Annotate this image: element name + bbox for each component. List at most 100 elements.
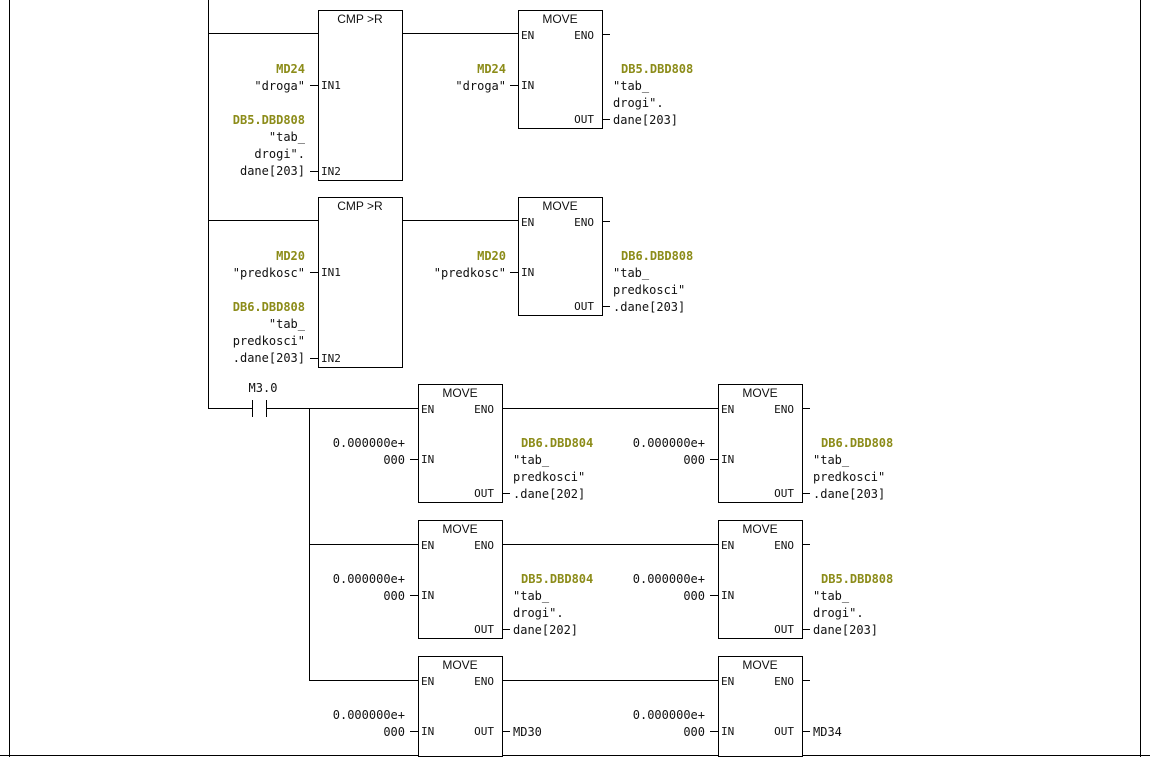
operand-address: DB5.DBD808	[621, 62, 693, 76]
block-title: MOVE	[742, 658, 777, 672]
pin-eno: ENO	[474, 539, 494, 552]
block-frame	[718, 384, 803, 503]
pin-in: IN	[521, 79, 534, 92]
pin-en: EN	[721, 539, 734, 552]
operand-symbol-line: .dane[202]	[513, 487, 585, 501]
constant-line: 000	[683, 589, 705, 603]
pin-eno: ENO	[574, 216, 594, 229]
branch2-move2-out-operand: DB5.DBD808"tab_drogi".dane[203]	[813, 572, 893, 637]
constant-line: 0.000000e+	[633, 436, 705, 450]
block-frame	[718, 656, 803, 757]
constant-line: 0.000000e+	[333, 572, 405, 586]
pin-en: EN	[421, 403, 434, 416]
pin-in: IN	[721, 453, 734, 466]
zero-constant-1: 0.000000e+000	[333, 436, 405, 467]
block-title: MOVE	[542, 12, 577, 26]
operand-labels: MD24"droga"DB5.DBD808"tab_drogi".dane[20…	[233, 62, 894, 739]
pin-out: OUT	[774, 487, 794, 500]
row1-cmp-in1-operand: MD24"droga"	[254, 62, 305, 93]
operand-symbol-line: "tab_	[813, 589, 850, 603]
operand-symbol-line: dane[203]	[613, 113, 678, 127]
operand-symbol-line: .dane[203]	[613, 300, 685, 314]
pin-in: IN	[421, 453, 434, 466]
row2-cmp-in2-operand: DB6.DBD808"tab_predkosci".dane[203]	[233, 300, 306, 365]
operand-address: DB6.DBD808	[821, 436, 893, 450]
pin-en: EN	[721, 675, 734, 688]
row2-cmp-in1-operand: MD20"predkosc"	[233, 249, 305, 280]
branch2-move1-out-operand: DB5.DBD804"tab_drogi".dane[202]	[513, 572, 593, 637]
operand-symbol-line: .dane[203]	[813, 487, 885, 501]
constant-line: 000	[383, 725, 405, 739]
move-block-5[interactable]: MOVE EN ENO IN OUT	[410, 384, 510, 503]
row2-move-out-operand: DB6.DBD808 "tab_ predkosci" .dane[203]	[613, 249, 693, 314]
block-title: MOVE	[442, 386, 477, 400]
pin-in: IN	[721, 589, 734, 602]
pin-en: EN	[721, 403, 734, 416]
constant-line: 000	[683, 725, 705, 739]
pin-eno: ENO	[574, 29, 594, 42]
operand-address: MD24	[477, 62, 506, 76]
operand-address: DB6.DBD808	[621, 249, 693, 263]
move-block-6[interactable]: MOVE EN ENO IN OUT	[710, 384, 810, 503]
pin-in2: IN2	[321, 165, 341, 178]
operand-symbol-line: "tab_	[513, 453, 550, 467]
branch1-move2-out-operand: DB6.DBD808"tab_predkosci".dane[203]	[813, 436, 893, 501]
zero-constant-5: 0.000000e+000	[333, 708, 405, 739]
pin-in1: IN1	[321, 79, 341, 92]
operand-symbol-line: "tab_	[813, 453, 850, 467]
operand-symbol-line: dane[203]	[240, 164, 305, 178]
operand-symbol-line: predkosci"	[613, 283, 685, 297]
block-frame	[518, 197, 603, 316]
pin-out: OUT	[574, 113, 594, 126]
operand-address: MD20	[477, 249, 506, 263]
zero-constant-3: 0.000000e+000	[333, 572, 405, 603]
block-title: MOVE	[742, 386, 777, 400]
operand-symbol-line: dane[202]	[513, 623, 578, 637]
operand-symbol-line: "tab_	[269, 130, 306, 144]
pin-eno: ENO	[474, 403, 494, 416]
pin-out: OUT	[474, 725, 494, 738]
operand-address: DB5.DBD808	[233, 113, 305, 127]
pin-out: OUT	[774, 725, 794, 738]
pin-in: IN	[421, 725, 434, 738]
operand-address: DB6.DBD804	[521, 436, 593, 450]
pin-out: OUT	[474, 623, 494, 636]
row1-move-out-operand: DB5.DBD808"tab_drogi".dane[203]	[613, 62, 693, 127]
block-title: MOVE	[542, 199, 577, 213]
pin-eno: ENO	[774, 403, 794, 416]
pin-en: EN	[421, 675, 434, 688]
pin-in1: IN1	[321, 266, 341, 279]
row2-move-in-operand: MD20"predkosc"	[434, 249, 506, 280]
operand-symbol-line: "tab_	[613, 266, 650, 280]
zero-constant-2: 0.000000e+ 000	[633, 436, 705, 467]
zero-constant-6: 0.000000e+000	[633, 708, 705, 739]
pin-out: OUT	[474, 487, 494, 500]
contact-address: M3.0	[249, 381, 278, 395]
operand-symbol-line: "tab_	[613, 79, 650, 93]
block-title: MOVE	[442, 522, 477, 536]
block-frame	[318, 10, 403, 181]
constant-line: 000	[683, 453, 705, 467]
branch1-move1-out-operand: DB6.DBD804"tab_predkosci".dane[202]	[513, 436, 593, 501]
operand-symbol-line: "droga"	[455, 79, 506, 93]
pin-out: OUT	[774, 623, 794, 636]
block-title: CMP >R	[337, 12, 383, 26]
block-frame	[418, 384, 503, 503]
operand-symbol-line: "predkosc"	[233, 266, 305, 280]
constant-line: 0.000000e+	[633, 572, 705, 586]
zero-constant-4: 0.000000e+ 000	[633, 572, 705, 603]
operand-address: DB5.DBD804	[521, 572, 593, 586]
pin-en: EN	[421, 539, 434, 552]
pin-en: EN	[521, 216, 534, 229]
